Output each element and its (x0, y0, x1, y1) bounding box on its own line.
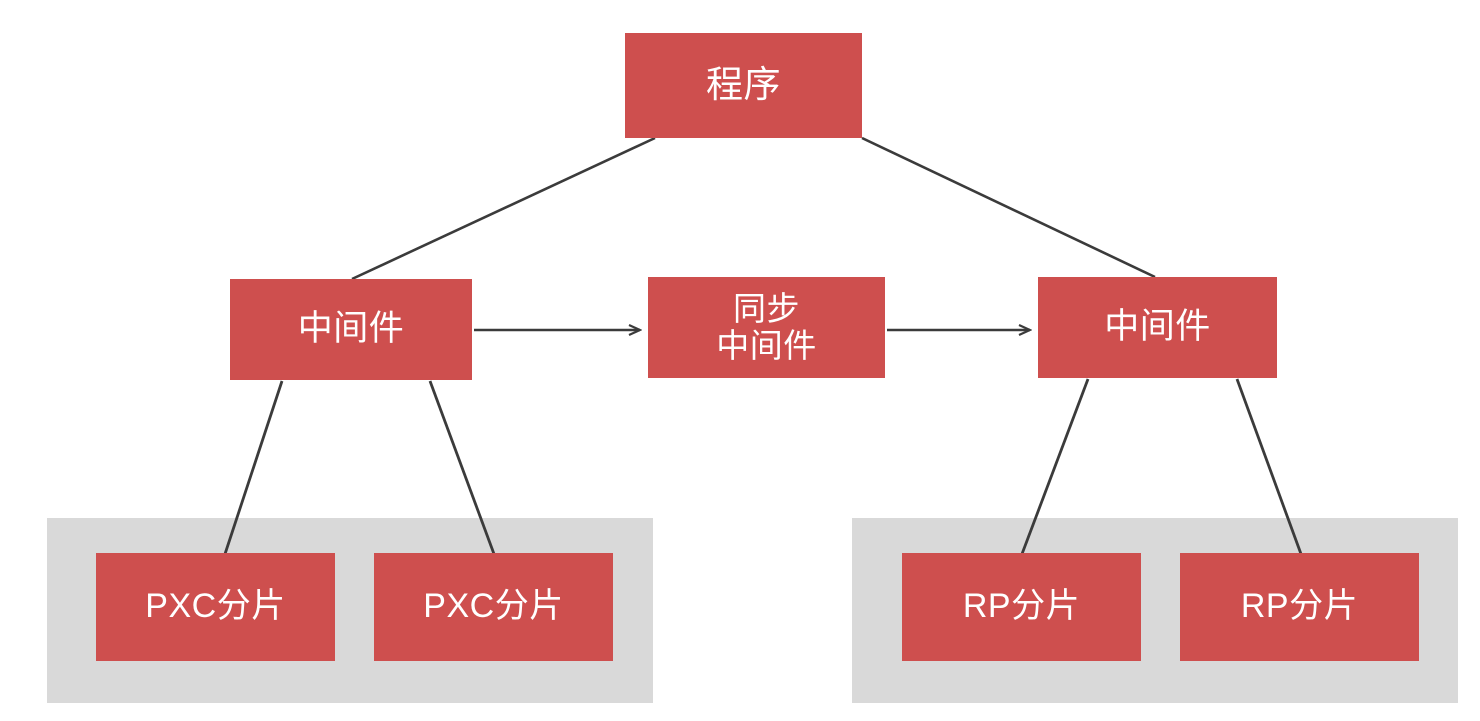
node-app[interactable]: 程序 (625, 33, 862, 138)
node-rp-shard-1[interactable]: RP分片 (902, 553, 1141, 661)
edge-app-to-mw-right (861, 136, 1156, 279)
node-pxc-shard-2[interactable]: PXC分片 (374, 553, 613, 661)
node-middleware-left[interactable]: 中间件 (230, 279, 472, 380)
edge-app-to-mw-left (351, 136, 656, 281)
node-sync-middleware[interactable]: 同步 中间件 (648, 277, 885, 378)
node-pxc-shard-1[interactable]: PXC分片 (96, 553, 335, 661)
node-middleware-right[interactable]: 中间件 (1038, 277, 1277, 378)
node-rp-shard-2[interactable]: RP分片 (1180, 553, 1419, 661)
